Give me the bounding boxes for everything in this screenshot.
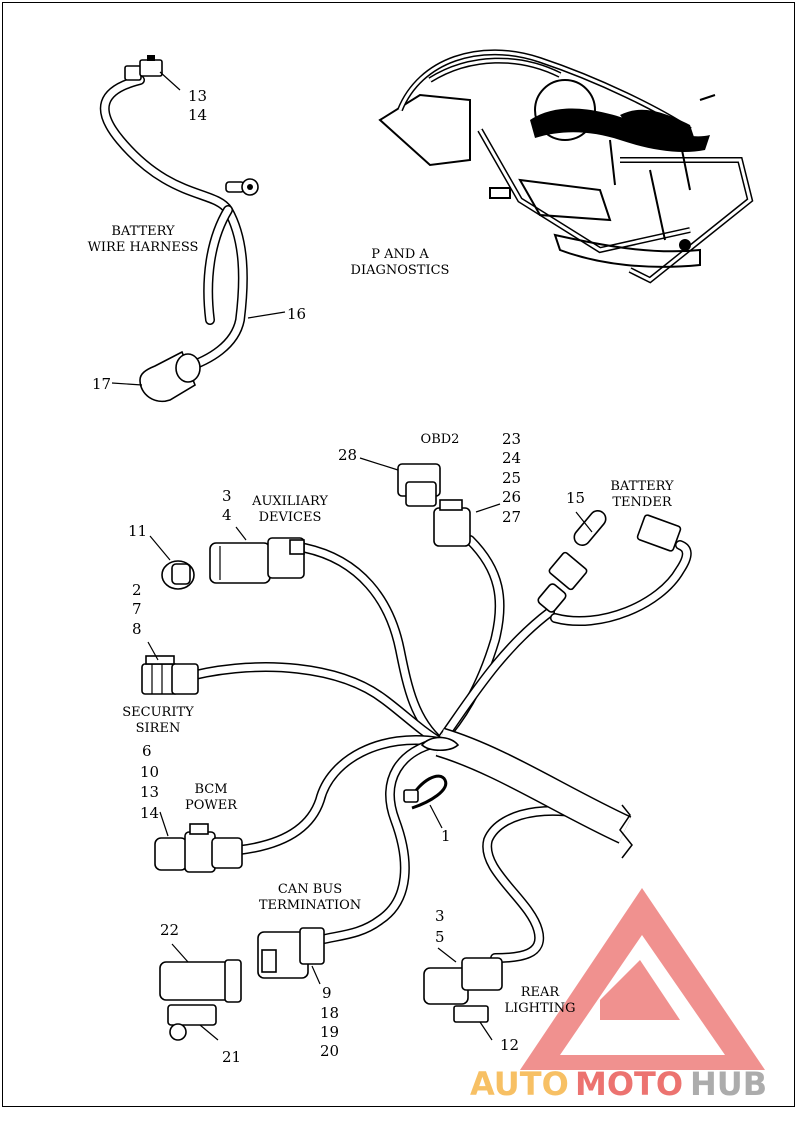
- callout-1: 1: [441, 827, 451, 845]
- callout-7: 7: [132, 600, 142, 618]
- callout-14-top: 14: [188, 106, 207, 124]
- motorcycle-frame-illustration: [378, 49, 754, 284]
- label-termination: TERMINATION: [259, 898, 361, 913]
- callout-5: 5: [435, 928, 445, 946]
- label-can-bus: CAN BUS: [278, 882, 342, 897]
- callout-13: 13: [140, 783, 159, 801]
- watermark-logo: [520, 888, 765, 1070]
- label-lighting: LIGHTING: [504, 1001, 575, 1016]
- callout-26: 26: [502, 488, 521, 506]
- main-harness-wires: [190, 535, 692, 963]
- label-siren: SIREN: [136, 721, 181, 736]
- callout-10: 10: [140, 763, 159, 781]
- callout-12: 12: [500, 1036, 519, 1054]
- cable-strap: [403, 774, 448, 829]
- diagnostic-connector: [433, 499, 501, 547]
- callout-20: 20: [320, 1042, 339, 1060]
- can-bus-termination-connector: [257, 927, 325, 985]
- watermark-auto: AUTO: [470, 1065, 569, 1103]
- section-labels: BATTERY WIRE HARNESS P AND A DIAGNOSTICS…: [88, 224, 674, 1016]
- security-siren-connector: [141, 641, 199, 695]
- label-security: SECURITY: [122, 705, 194, 720]
- label-diagnostics: DIAGNOSTICS: [351, 263, 450, 278]
- callout-13-top: 13: [188, 87, 207, 105]
- connector-22: [159, 943, 242, 1003]
- label-bcm: BCM: [194, 782, 227, 797]
- callout-3-aux: 3: [222, 487, 232, 505]
- boot-cap: [139, 350, 201, 402]
- label-auxiliary: AUXILIARY: [251, 494, 328, 509]
- label-power: POWER: [185, 798, 238, 813]
- label-p-and-a: P AND A: [371, 247, 429, 262]
- callout-14: 14: [140, 804, 159, 822]
- label-obd2: OBD2: [421, 432, 460, 447]
- callout-17: 17: [92, 375, 111, 393]
- battery-tender-lead: [537, 510, 682, 613]
- callout-4-aux: 4: [222, 506, 232, 524]
- callout-3-rear: 3: [435, 907, 445, 925]
- callout-21: 21: [222, 1048, 241, 1066]
- label-wire-harness: WIRE HARNESS: [88, 240, 199, 255]
- callout-6: 6: [142, 742, 152, 760]
- obd2-connector: [359, 457, 441, 507]
- callout-22: 22: [160, 921, 179, 939]
- plug-cap: [149, 535, 195, 590]
- ring-terminal: [225, 178, 259, 196]
- callout-numbers: 13 14 16 17 28 23 24 25 26 27 15 3 4 11 …: [92, 87, 585, 1066]
- rear-lighting-connector: [423, 947, 503, 1005]
- watermark-moto: MOTO: [575, 1065, 683, 1103]
- auxiliary-devices-connector: [209, 526, 305, 584]
- callout-11: 11: [128, 522, 147, 540]
- callout-28: 28: [338, 446, 357, 464]
- callout-19: 19: [320, 1023, 339, 1041]
- label-battery-tender-2: TENDER: [612, 495, 672, 510]
- terminal-clip-12: [453, 1005, 493, 1041]
- diagram-frame: [2, 2, 795, 1107]
- label-battery-tender-1: BATTERY: [610, 479, 674, 494]
- label-battery: BATTERY: [111, 224, 175, 239]
- callout-23: 23: [502, 430, 521, 448]
- watermark-hub: HUB: [690, 1065, 767, 1103]
- label-devices: DEVICES: [259, 510, 322, 525]
- callout-16: 16: [287, 305, 306, 323]
- callout-27: 27: [502, 508, 521, 526]
- label-rear: REAR: [521, 985, 561, 1000]
- bcm-power-connector: [154, 811, 243, 873]
- callout-24: 24: [502, 449, 521, 467]
- callout-2: 2: [132, 581, 142, 599]
- watermark-text: AUTO MOTO HUB: [470, 1065, 767, 1103]
- callout-18: 18: [320, 1004, 339, 1022]
- inline-connector-top: [124, 55, 163, 81]
- callout-8: 8: [132, 620, 142, 638]
- connector-lock-clip: [167, 1004, 219, 1041]
- battery-wire-harness: [99, 55, 286, 402]
- callout-9: 9: [322, 984, 332, 1002]
- callout-25: 25: [502, 469, 521, 487]
- callout-15: 15: [566, 489, 585, 507]
